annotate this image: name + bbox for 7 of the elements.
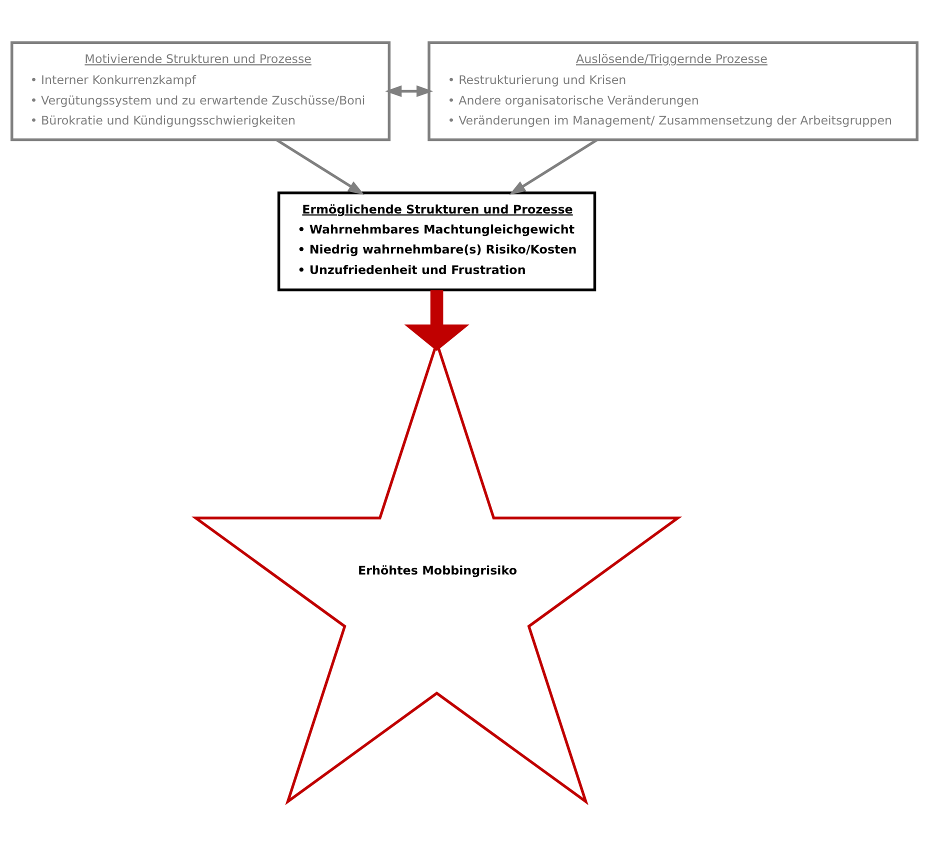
node-box: Auslösende/Triggernde Prozesse • Restrukturierung und Krisen • Andere organisatorische Veränderungen • Veränderungen im Management/ Zusammensetzung der Arbeitsgruppen <box>428 40 918 141</box>
arrow <box>276 138 364 195</box>
node-box: Motivierende Strukturen und Prozesse • Interner Konkurrenzkampf • Vergütungssystem und zu erwartende Zuschüsse/Boni • Bürokratie und Kündigungsschwierigkeiten <box>10 40 391 141</box>
arrow <box>509 138 598 195</box>
node-box: Ermöglichende Strukturen und Prozesse • Wahrnehmbares Machtungleichgewicht • Niedrig wahrnehmbare(s) Risiko/Kosten • Unzufriedenheit und Frustration <box>277 190 596 291</box>
arrow <box>385 84 434 96</box>
arrow <box>404 290 470 351</box>
